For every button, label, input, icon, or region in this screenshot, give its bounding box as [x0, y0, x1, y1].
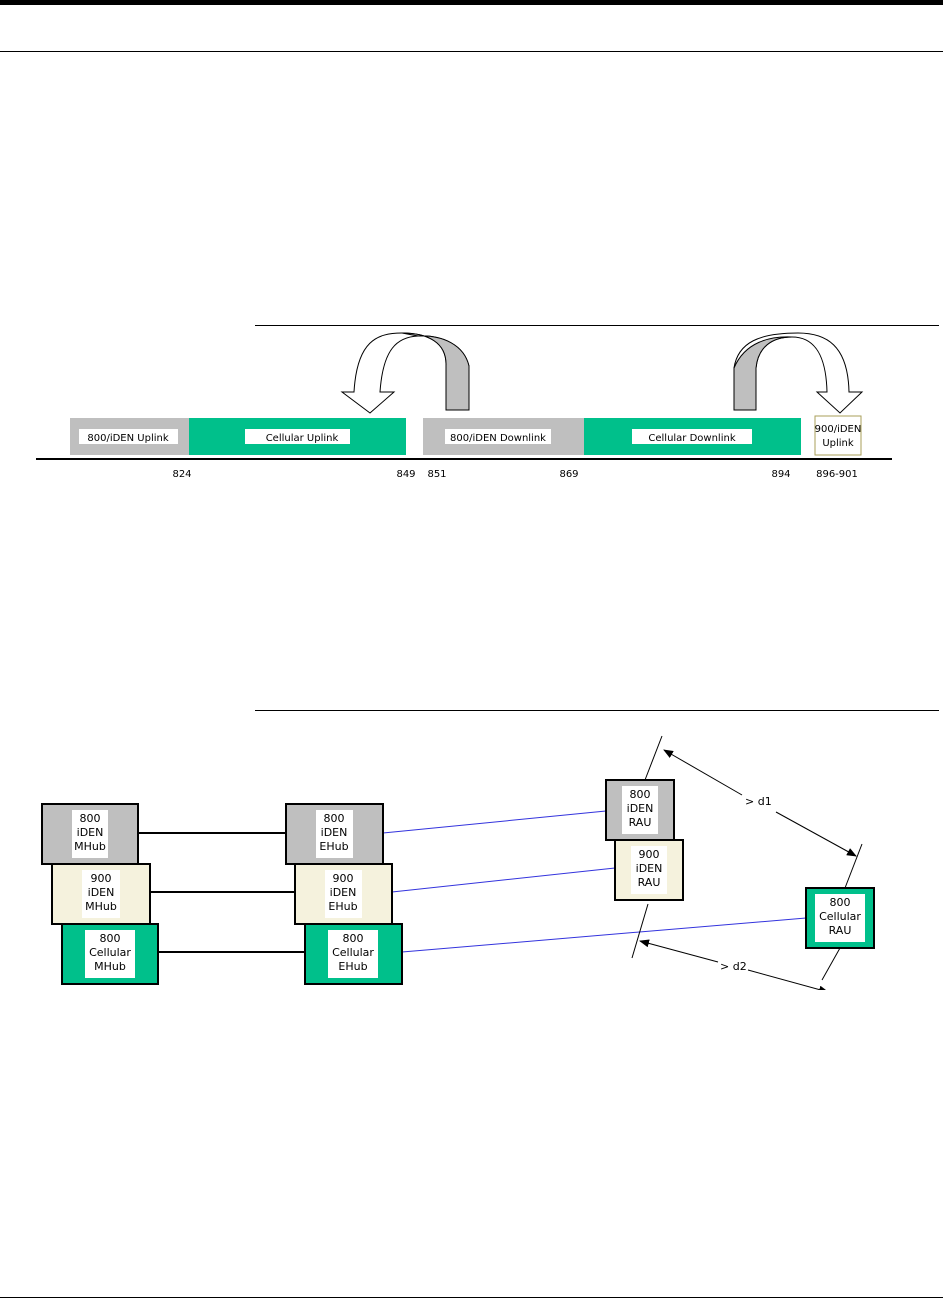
rau-800-cellular: 800 Cellular RAU	[806, 888, 874, 948]
cable-800-iden-rau	[383, 811, 606, 833]
svg-text:RAU: RAU	[629, 816, 652, 829]
tick-label: 894	[771, 469, 790, 480]
svg-text:800: 800	[324, 812, 345, 825]
svg-text:800: 800	[343, 932, 364, 945]
svg-text:800: 800	[830, 896, 851, 909]
svg-text:iDEN: iDEN	[636, 862, 663, 875]
curved-arrow-left-icon	[342, 333, 469, 413]
band-900-iden-uplink-label-line1: 900/iDEN	[815, 424, 862, 435]
svg-text:iDEN: iDEN	[77, 826, 104, 839]
band-800-iden-uplink-label: 800/iDEN Uplink	[87, 433, 168, 444]
svg-text:EHub: EHub	[338, 960, 367, 973]
svg-text:Cellular: Cellular	[332, 946, 374, 959]
svg-text:MHub: MHub	[94, 960, 126, 973]
band-900-iden-uplink-label-line2: Uplink	[822, 438, 854, 449]
tick-label: 824	[172, 469, 191, 480]
band-800-iden-downlink-label: 800/iDEN Downlink	[450, 433, 546, 444]
svg-text:MHub: MHub	[74, 840, 106, 853]
svg-text:Cellular: Cellular	[819, 910, 861, 923]
mhub-800-cellular: 800 Cellular MHub	[62, 924, 158, 984]
curved-arrow-right-icon	[734, 333, 862, 413]
header-rule	[0, 51, 943, 52]
svg-text:800: 800	[630, 788, 651, 801]
svg-text:900: 900	[333, 872, 354, 885]
svg-text:EHub: EHub	[319, 840, 348, 853]
svg-text:iDEN: iDEN	[88, 886, 115, 899]
svg-text:RAU: RAU	[829, 924, 852, 937]
svg-text:900: 900	[639, 848, 660, 861]
svg-text:EHub: EHub	[328, 900, 357, 913]
svg-text:MHub: MHub	[85, 900, 117, 913]
band-900-iden-uplink	[815, 416, 861, 455]
rau-900-iden: 900 iDEN RAU	[615, 840, 683, 900]
svg-text:RAU: RAU	[638, 876, 661, 889]
figure2-top-rule	[255, 710, 939, 711]
svg-text:900: 900	[91, 872, 112, 885]
band-cellular-uplink-label: Cellular Uplink	[266, 433, 339, 444]
svg-text:iDEN: iDEN	[321, 826, 348, 839]
distance-d1-label: > d1	[745, 795, 772, 808]
mhub-900-iden: 900 iDEN MHub	[52, 864, 150, 924]
tick-label: 896-901	[816, 469, 858, 480]
band-plan-figure: 800/iDEN Uplink Cellular Uplink 800/iDEN…	[0, 325, 943, 485]
ehub-800-iden: 800 iDEN EHub	[286, 804, 383, 864]
svg-text:800: 800	[100, 932, 121, 945]
tick-label: 851	[427, 469, 446, 480]
svg-text:iDEN: iDEN	[330, 886, 357, 899]
svg-text:800: 800	[80, 812, 101, 825]
distance-d2-label: > d2	[720, 960, 747, 973]
ehub-900-iden: 900 iDEN EHub	[295, 864, 392, 924]
tick-label: 869	[559, 469, 578, 480]
cable-900-iden-rau	[392, 868, 615, 892]
mhub-800-iden: 800 iDEN MHub	[42, 804, 138, 864]
tick-label: 849	[396, 469, 415, 480]
cable-800-cellular-rau	[402, 918, 806, 952]
top-bar	[0, 0, 943, 5]
footer-rule	[0, 1297, 943, 1298]
ehub-800-cellular: 800 Cellular EHub	[305, 924, 402, 984]
band-cellular-downlink-label: Cellular Downlink	[648, 433, 735, 444]
rau-800-iden: 800 iDEN RAU	[606, 780, 674, 840]
svg-text:Cellular: Cellular	[89, 946, 131, 959]
rau-distance-figure: 800 iDEN MHub 900 iDEN MHub 800 Cellular…	[0, 725, 943, 990]
svg-text:iDEN: iDEN	[627, 802, 654, 815]
